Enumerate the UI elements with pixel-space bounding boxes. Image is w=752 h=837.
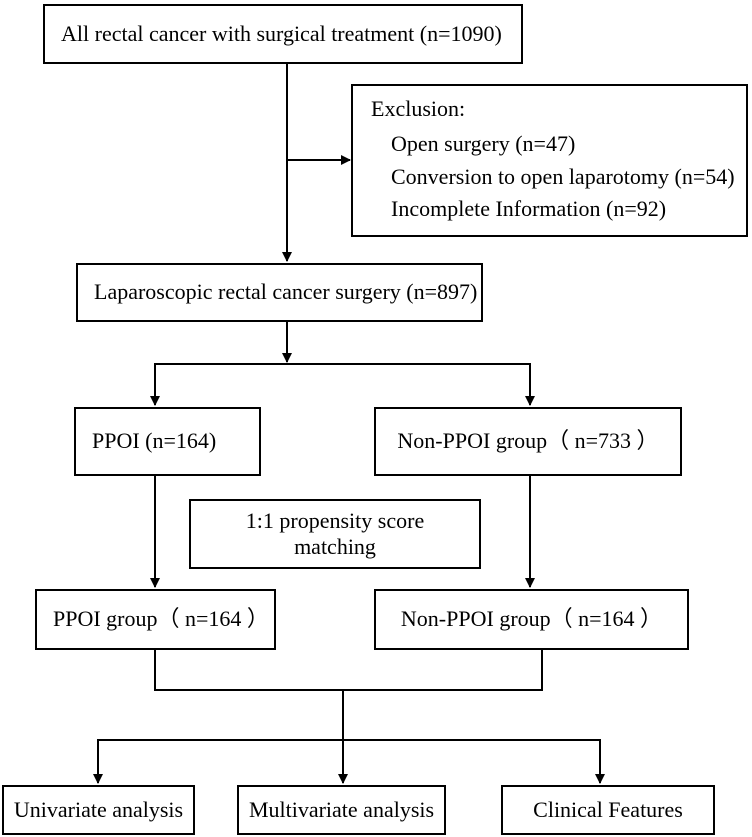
exclusion-item-incomplete: Incomplete Information (n=92) <box>391 195 667 221</box>
box-ppoi: PPOI (n=164) <box>74 407 261 476</box>
box-non-ppoi-group: Non-PPOI group（ n=164 ） <box>374 589 689 650</box>
exclusion-item-open-surgery: Open surgery (n=47) <box>391 131 576 157</box>
ppoi-label: PPOI (n=164) <box>92 428 217 454</box>
box-ppoi-group: PPOI group（ n=164 ） <box>35 589 276 650</box>
clinical-features-label: Clinical Features <box>533 796 683 822</box>
propensity-matching-label: 1:1 propensity score matching <box>245 507 425 559</box>
ppoi-group-label: PPOI group（ n=164 ） <box>53 606 269 632</box>
all-rectal-cancer-label: All rectal cancer with surgical treatmen… <box>61 20 502 46</box>
non-ppoi-label: Non-PPOI group（ n=733 ） <box>397 428 659 454</box>
univariate-label: Univariate analysis <box>13 796 184 822</box>
exclusion-title: Exclusion: <box>371 95 466 121</box>
multivariate-label: Multivariate analysis <box>248 796 435 822</box>
box-all-rectal-cancer: All rectal cancer with surgical treatmen… <box>43 4 523 64</box>
non-ppoi-group-label: Non-PPOI group（ n=164 ） <box>400 606 663 632</box>
box-exclusion: Exclusion: Open surgery (n=47) Conversio… <box>351 84 748 237</box>
exclusion-item-conversion: Conversion to open laparotomy (n=54) <box>391 163 735 189</box>
box-univariate: Univariate analysis <box>2 785 195 835</box>
laparoscopic-label: Laparoscopic rectal cancer surgery (n=89… <box>94 279 478 305</box>
box-clinical-features: Clinical Features <box>501 785 715 835</box>
box-propensity-matching: 1:1 propensity score matching <box>189 499 481 569</box>
box-multivariate: Multivariate analysis <box>237 785 446 835</box>
box-laparoscopic: Laparoscopic rectal cancer surgery (n=89… <box>76 263 483 322</box>
box-non-ppoi: Non-PPOI group（ n=733 ） <box>374 407 682 476</box>
